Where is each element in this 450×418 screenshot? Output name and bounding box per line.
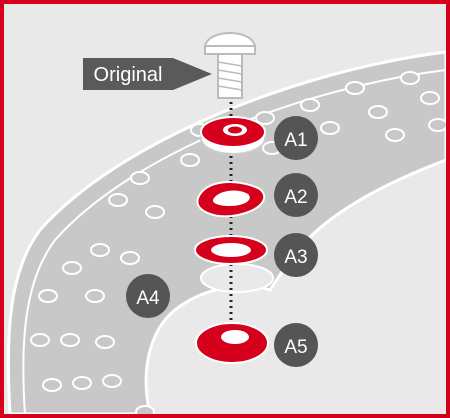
assembly-diagram: Original A1 A2 <box>6 32 446 414</box>
disc-holes <box>30 71 446 414</box>
badge-a4-label: A4 <box>136 288 160 309</box>
disc-inner-edge <box>22 69 446 414</box>
carrier-hole <box>200 263 274 293</box>
badge-a1-label: A1 <box>284 130 307 151</box>
badge-a2: A2 <box>274 173 318 217</box>
washer-a5-icon <box>195 322 269 364</box>
badge-a4: A4 <box>126 274 170 318</box>
washer-a3-icon <box>194 235 268 265</box>
badge-a3-label: A3 <box>284 247 307 268</box>
badge-a1: A1 <box>274 116 318 160</box>
badge-a3: A3 <box>274 233 318 277</box>
washer-a1-icon <box>200 116 266 155</box>
badge-a5: A5 <box>274 323 318 367</box>
bolt-icon <box>203 32 257 99</box>
original-tag: Original <box>83 58 212 90</box>
spacer-a2-icon <box>196 181 266 218</box>
original-label: Original <box>94 64 163 86</box>
badge-a5-label: A5 <box>284 337 307 358</box>
badge-a2-label: A2 <box>284 187 307 208</box>
